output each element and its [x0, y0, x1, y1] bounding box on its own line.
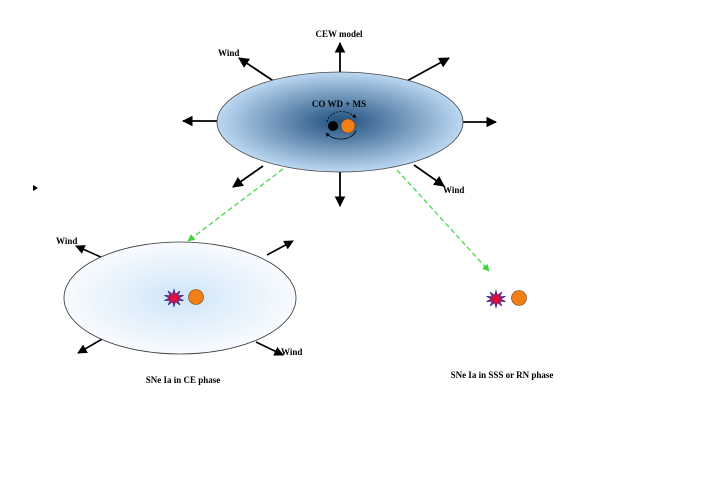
wind-arrow-upright: [404, 57, 450, 83]
companion-star-icon: [340, 118, 356, 134]
wind-arrow-downleft: [232, 165, 264, 188]
ce-wind-arrow-downleft: [77, 337, 105, 354]
wind-label-top-left: Wind: [218, 48, 239, 58]
orbit-arrow-top: [326, 111, 357, 123]
envelope-wind-arrows: [181, 41, 498, 208]
cew-model-title: CEW model: [315, 29, 363, 39]
caption-ce-phase: SNe Ia in CE phase: [146, 375, 221, 385]
caption-sss-phase: SNe Ia in SSS or RN phase: [451, 370, 554, 380]
supernova-starburst-icon: [486, 289, 506, 309]
wind-arrow-upleft: [238, 57, 279, 85]
ce-wind-arrow-upleft: [75, 245, 104, 259]
wind-label-ce-right: Wind: [281, 347, 302, 357]
common-envelope-ce-phase: [63, 241, 297, 355]
common-envelope-wind: [216, 71, 464, 173]
transition-arrow-sss: [396, 169, 490, 272]
companion-star-icon: [511, 290, 527, 306]
bullet-triangle-icon: [33, 185, 38, 191]
orbit-arrow-bottom: [325, 130, 357, 140]
white-dwarf-icon: [328, 121, 338, 131]
wind-arrow-downright: [413, 164, 445, 187]
ce-wind-arrows: [75, 240, 294, 356]
wind-label-ce-left: Wind: [56, 236, 77, 246]
supernova-starburst-icon: [164, 288, 184, 308]
binary-system: [325, 111, 357, 140]
ce-wind-arrow-downright: [255, 341, 284, 356]
binary-label: CO WD + MS: [312, 99, 366, 109]
transition-arrow-ce: [187, 168, 284, 242]
ce-wind-arrow-upright: [266, 240, 294, 256]
wind-label-top-right: Wind: [443, 185, 464, 195]
companion-star-icon: [188, 289, 204, 305]
